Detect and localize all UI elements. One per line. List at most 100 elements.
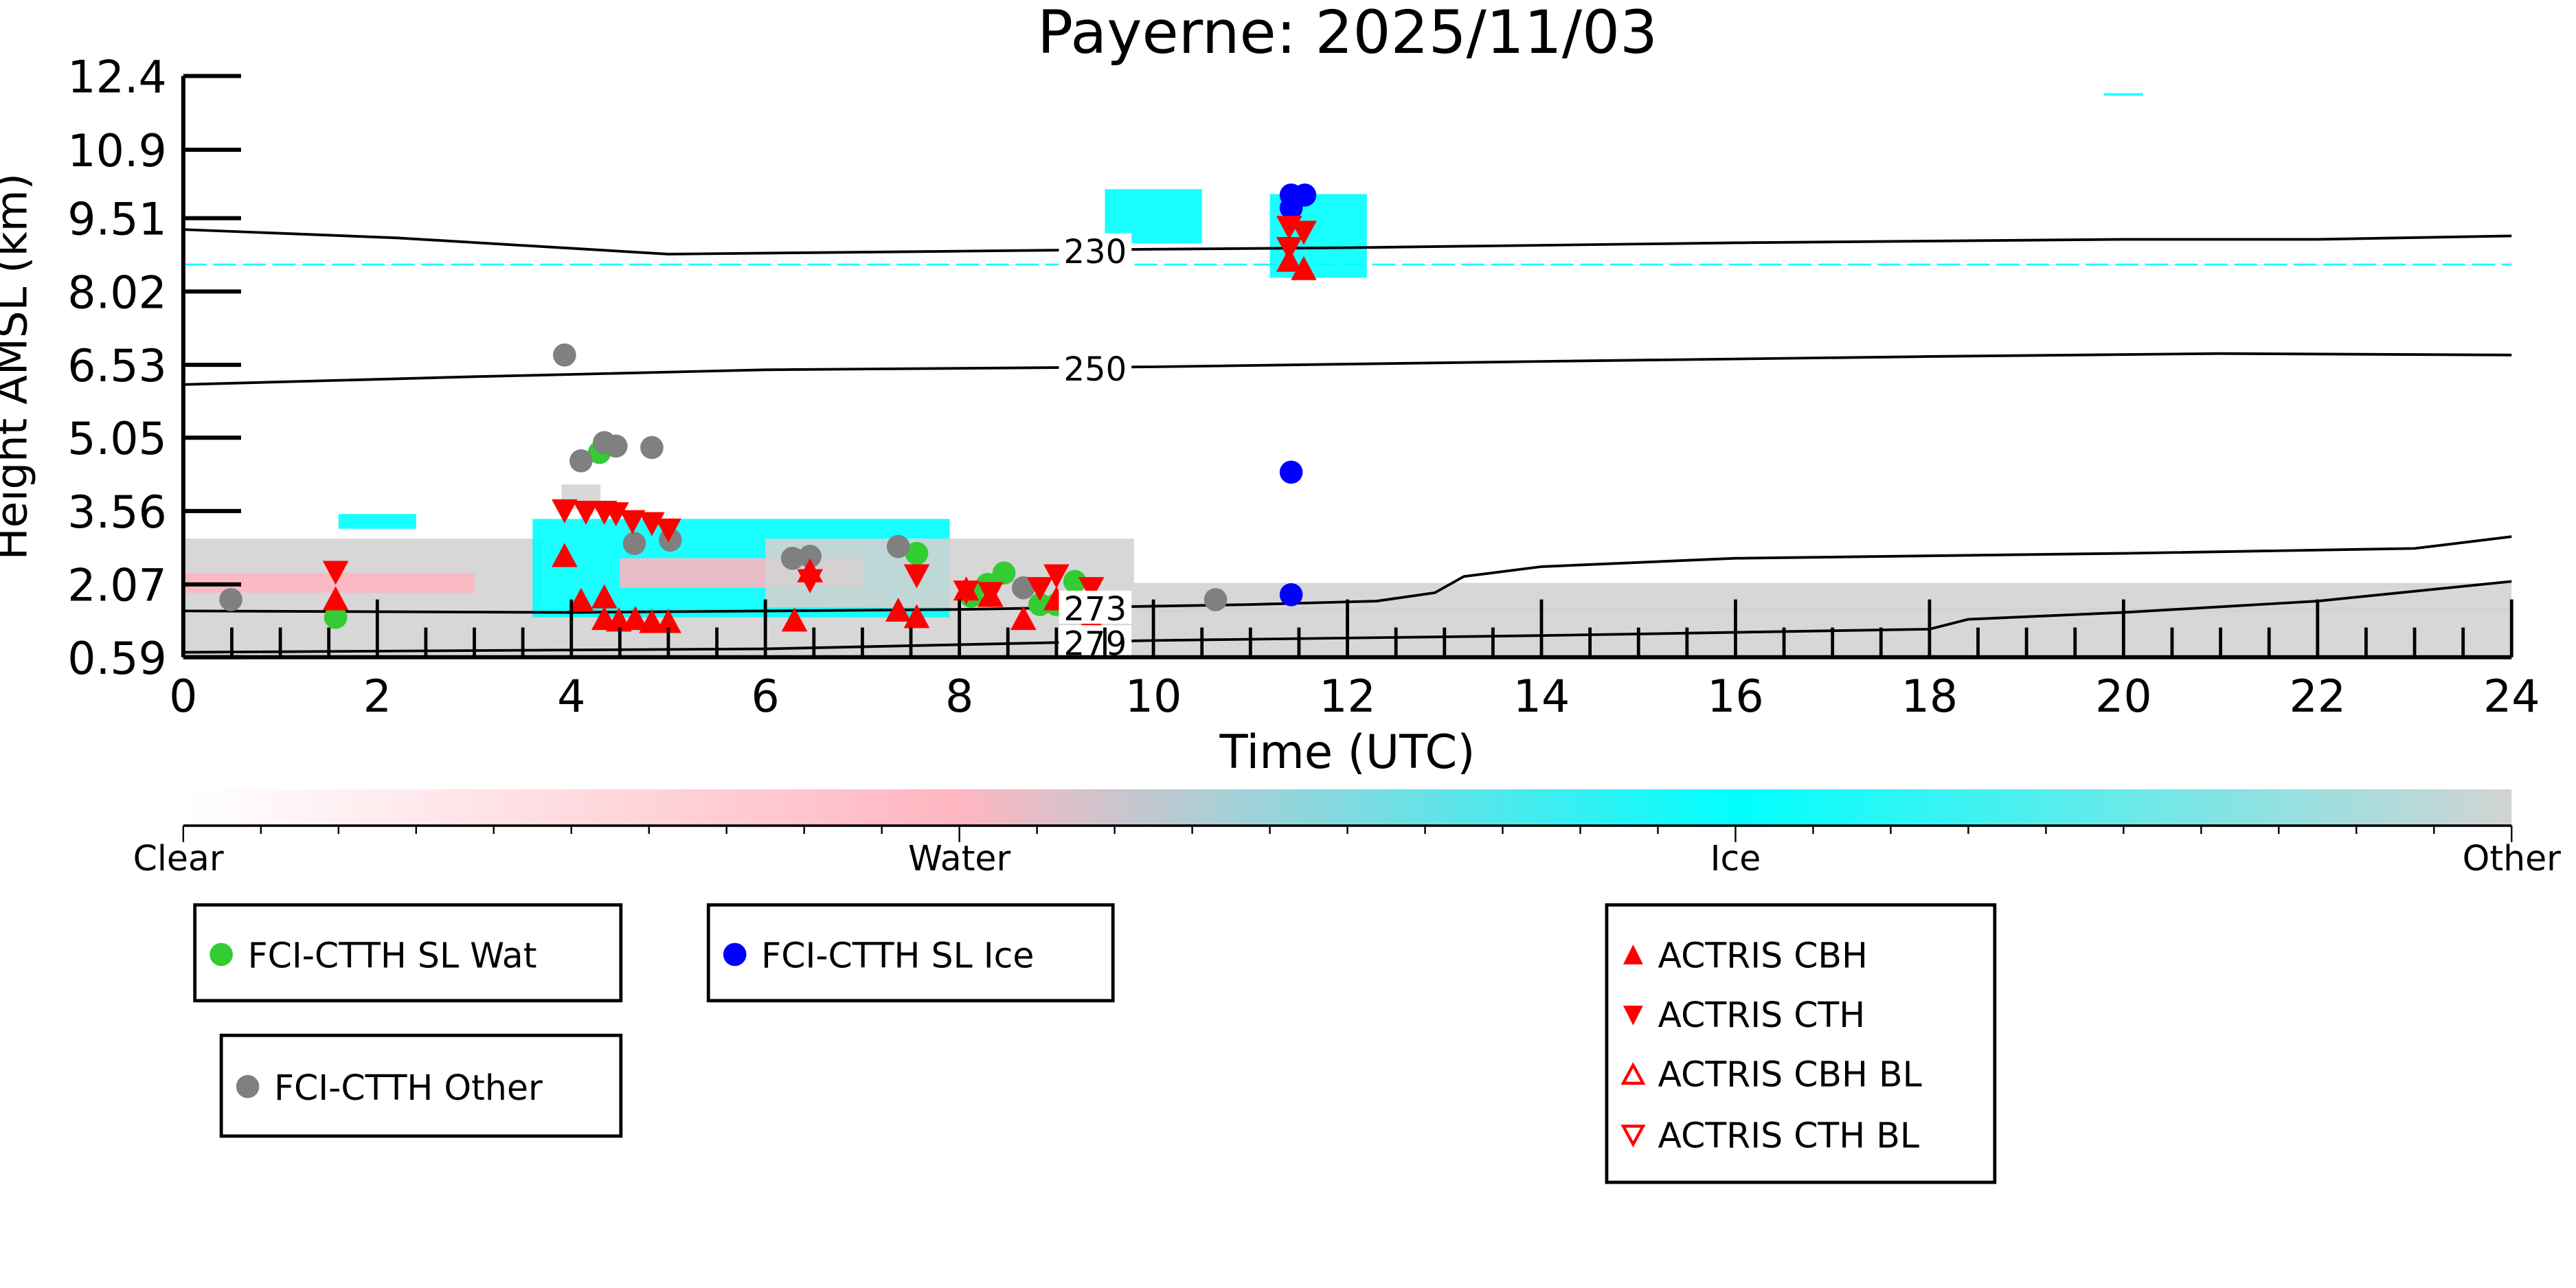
y-axis-label: Height AMSL (km) xyxy=(0,173,36,560)
marker-cbh xyxy=(903,604,930,629)
legend-other: FCI-CTTH Other xyxy=(219,1033,623,1138)
marker-cbh xyxy=(781,607,808,632)
y-tick-label: 10.9 xyxy=(67,126,166,177)
cloud-region-ice xyxy=(338,514,416,529)
x-tick-label: 6 xyxy=(752,671,780,723)
x-tick-label: 14 xyxy=(1513,671,1570,723)
marker-cth xyxy=(619,510,646,534)
y-tick-label: 8.02 xyxy=(67,267,166,319)
x-tick-label: 4 xyxy=(557,671,585,723)
axes: 0.59 2.07 3.56 5.05 6.53 8.02 9.51 10.9 12.4 0 2 4 6… xyxy=(67,52,2540,723)
marker-cth xyxy=(1078,577,1105,602)
marker-cbh xyxy=(568,587,594,612)
colorbar-label-clear: Clear xyxy=(133,838,224,879)
green-circle-icon xyxy=(210,942,233,967)
colorbar-label-ice: Ice xyxy=(1710,838,1761,879)
marker-cth xyxy=(1291,221,1317,245)
y-tick-label: 9.51 xyxy=(67,194,166,246)
triangle-up-open-icon xyxy=(1620,1061,1646,1085)
triangle-down-icon xyxy=(1623,1005,1643,1026)
legend-label: FCI-CTTH SL Wat xyxy=(248,936,537,976)
contour-line-230 xyxy=(183,228,2512,256)
contour-label-bg xyxy=(1059,350,1132,384)
marker-cbh xyxy=(1010,606,1037,631)
marker-fci-ctth-other xyxy=(640,436,664,460)
cloud-region-ice xyxy=(2104,93,2143,96)
x-tick-label: 8 xyxy=(945,671,973,723)
marker-cth xyxy=(1043,564,1070,589)
legend-ice: FCI-CTTH SL Ice xyxy=(706,903,1115,1003)
marker-fci-ctth-sl-wat xyxy=(992,561,1016,585)
marker-fci-ctth-sl-ice xyxy=(1279,583,1303,607)
colorbar: Clear Water Ice Other xyxy=(133,789,2562,879)
y-tick-label: 3.56 xyxy=(67,487,166,539)
legend-label: FCI-CTTH Other xyxy=(274,1067,543,1108)
y-tick-label: 5.05 xyxy=(67,414,166,465)
x-tick-label: 2 xyxy=(363,671,392,723)
x-tick-label: 0 xyxy=(169,671,197,723)
marker-fci-ctth-other xyxy=(622,532,646,556)
y-tick-label: 0.59 xyxy=(67,633,166,685)
marker-cth xyxy=(797,569,823,594)
marker-fci-ctth-sl-ice xyxy=(1279,196,1303,220)
legend-label: FCI-CTTH SL Ice xyxy=(761,936,1034,976)
cloud-region-other xyxy=(1133,583,2512,613)
marker-fci-ctth-sl-wat xyxy=(1063,569,1087,594)
x-tick-label: 18 xyxy=(1901,671,1958,723)
x-axis-label: Time (UTC) xyxy=(1219,725,1476,779)
legend-label: ACTRIS CTH BL xyxy=(1658,1116,1919,1156)
chart-title: Payerne: 2025/11/03 xyxy=(1037,0,1658,67)
contour-label: 250 xyxy=(1063,350,1127,389)
marker-fci-ctth-sl-wat xyxy=(324,605,348,629)
triangle-up-icon xyxy=(1623,945,1643,964)
y-tick-label: 12.4 xyxy=(67,52,166,104)
x-tick-label: 16 xyxy=(1707,671,1764,723)
marker-cth xyxy=(573,501,599,526)
x-tick-label: 20 xyxy=(2095,671,2152,723)
marker-fci-ctth-sl-ice xyxy=(1279,460,1303,484)
colorbar-label-other: Other xyxy=(2463,838,2562,879)
marker-fci-ctth-sl-wat xyxy=(905,541,929,565)
marker-cbh xyxy=(639,609,665,633)
contour-label: 273 xyxy=(1063,590,1127,629)
marker-cth xyxy=(903,564,930,589)
marker-fci-ctth-other xyxy=(553,343,576,367)
marker-fci-ctth-other xyxy=(569,449,593,473)
gray-circle-icon xyxy=(236,1074,260,1098)
marker-cbh xyxy=(552,543,578,567)
marker-cth xyxy=(1027,577,1053,602)
marker-cth xyxy=(552,499,578,523)
legend-label: ACTRIS CTH xyxy=(1658,995,1865,1035)
marker-cth xyxy=(953,580,980,605)
contour-label-bg xyxy=(1059,590,1132,624)
marker-cth xyxy=(1276,216,1302,240)
legend-actris: ACTRIS CBH ACTRIS CTH ACTRIS CBH BL ACTR… xyxy=(1605,903,1997,1184)
legend-label: ACTRIS CBH xyxy=(1658,936,1868,976)
marker-fci-ctth-other xyxy=(604,434,628,458)
marker-cbh xyxy=(1291,256,1317,280)
colorbar-label-water: Water xyxy=(908,838,1010,879)
blue-circle-icon xyxy=(723,942,747,967)
contour-line-250 xyxy=(183,352,2512,386)
y-tick-label: 6.53 xyxy=(67,341,166,392)
marker-cbh xyxy=(322,586,349,611)
marker-fci-ctth-other xyxy=(1204,588,1228,611)
triangle-down-open-icon xyxy=(1620,1125,1646,1148)
marker-cbh xyxy=(885,598,912,622)
marker-fci-ctth-other xyxy=(886,534,910,558)
marker-cth xyxy=(977,582,1004,607)
marker-fci-ctth-other xyxy=(219,588,242,611)
y-tick-label: 2.07 xyxy=(67,561,166,612)
marker-cth xyxy=(655,518,681,543)
legend-wat: FCI-CTTH SL Wat xyxy=(193,903,623,1003)
marker-cbh xyxy=(622,606,648,631)
marker-fci-ctth-other xyxy=(780,546,804,570)
marker-cth xyxy=(322,561,349,585)
legend-label: ACTRIS CBH BL xyxy=(1658,1054,1921,1095)
marker-cth xyxy=(639,512,665,536)
x-tick-label: 22 xyxy=(2290,671,2347,723)
x-tick-label: 12 xyxy=(1319,671,1376,723)
contour-label: 230 xyxy=(1063,233,1127,271)
